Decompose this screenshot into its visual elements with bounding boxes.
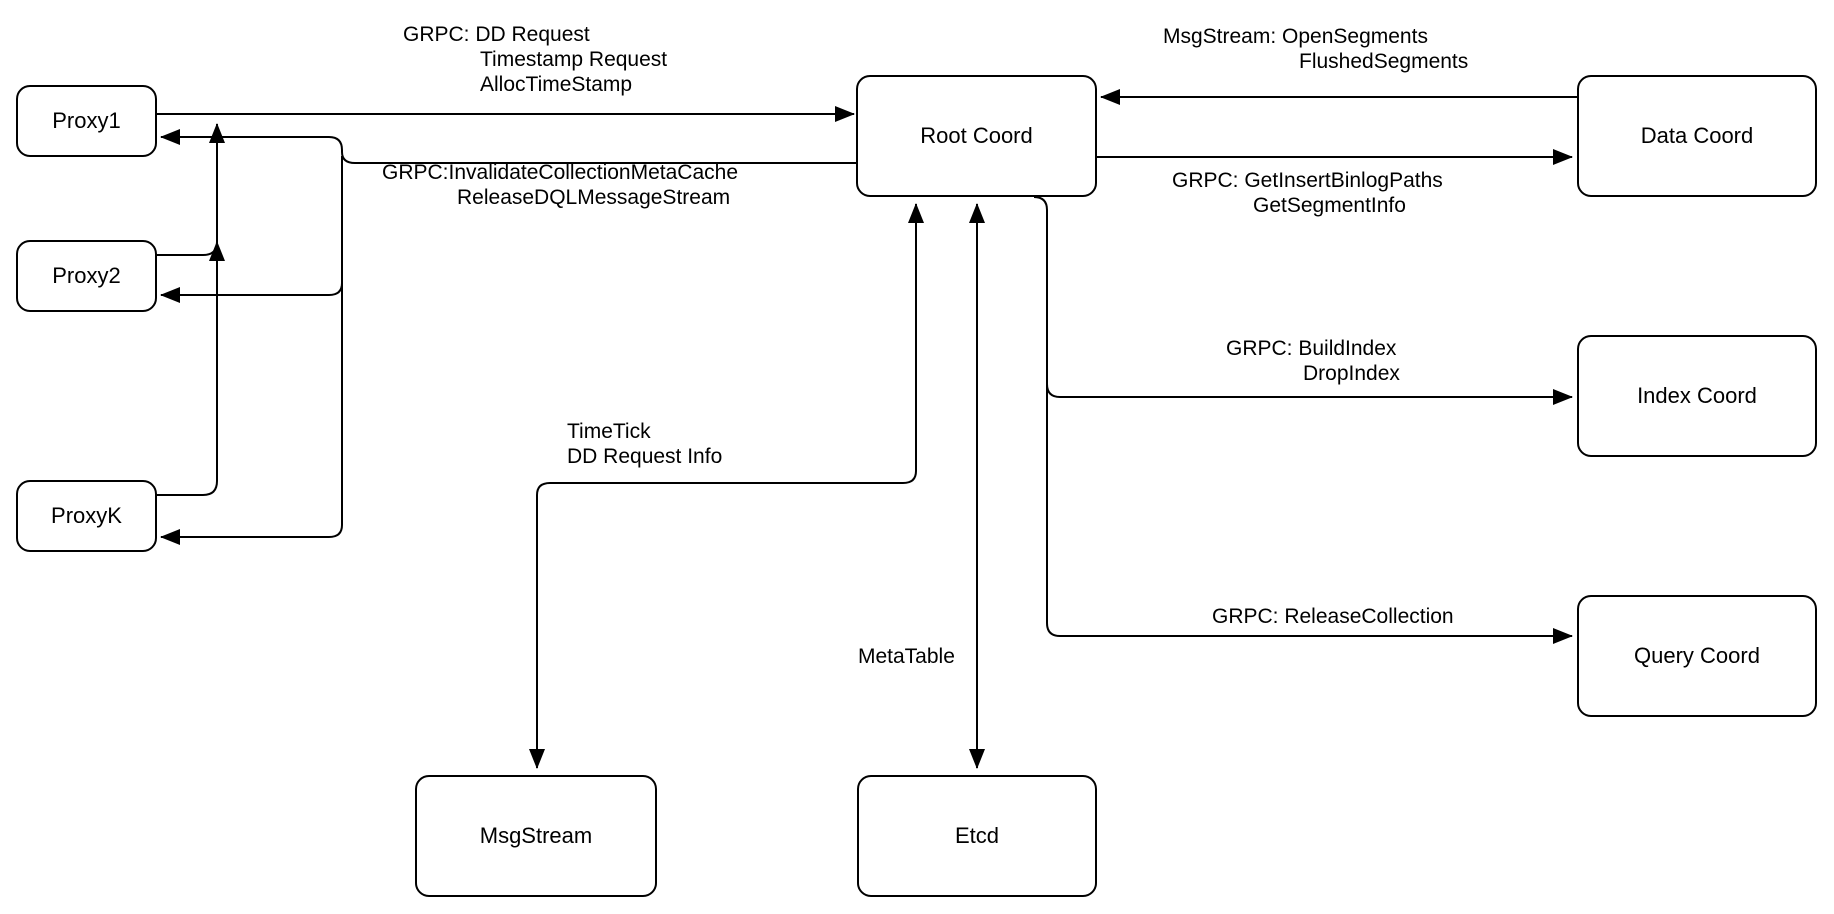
node-data-coord: Data Coord	[1577, 75, 1817, 197]
label-proxy-to-root: GRPC: DD Request Timestamp Request Alloc…	[403, 22, 667, 97]
label-data-to-root: MsgStream: OpenSegments FlushedSegments	[1163, 24, 1468, 74]
edge-rootcoord-to-proxy2	[160, 156, 343, 303]
label-line: MetaTable	[858, 645, 955, 668]
label-line: GRPC: BuildIndex	[1226, 337, 1397, 360]
label-line: GRPC: ReleaseCollection	[1212, 605, 1454, 628]
edge-rootcoord-to-proxy1	[160, 129, 856, 164]
edge-proxyk-join	[157, 123, 225, 496]
label-root-to-index: GRPC: BuildIndex DropIndex	[1226, 336, 1400, 386]
label-line: GRPC:InvalidateCollectionMetaCache	[382, 161, 739, 184]
label-root-to-proxy: GRPC:InvalidateCollectionMetaCache Relea…	[382, 160, 738, 210]
label-root-to-etcd: MetaTable	[858, 644, 955, 669]
label-line: DropIndex	[1303, 362, 1400, 385]
label-line: FlushedSegments	[1299, 50, 1469, 73]
label-root-to-data: GRPC: GetInsertBinlogPaths GetSegmentInf…	[1172, 168, 1443, 218]
edge-rootcoord-to-indexcoord	[1046, 383, 1573, 405]
label-line: ReleaseDQLMessageStream	[457, 186, 731, 209]
label-root-to-query: GRPC: ReleaseCollection	[1212, 604, 1454, 629]
node-index-coord: Index Coord	[1577, 335, 1817, 457]
node-msgstream: MsgStream	[415, 775, 657, 897]
label-line: Timestamp Request	[480, 48, 668, 71]
node-proxy2: Proxy2	[16, 240, 157, 312]
node-query-coord: Query Coord	[1577, 595, 1817, 717]
edge-rootcoord-to-proxyk	[160, 156, 343, 545]
label-line: GetSegmentInfo	[1253, 194, 1406, 217]
edge-rootcoord-to-querycoord	[1033, 196, 1573, 644]
node-proxyk: ProxyK	[16, 480, 157, 552]
edge-rootcoord-msgstream	[529, 203, 924, 769]
node-proxy1: Proxy1	[16, 85, 157, 157]
label-line: DD Request Info	[567, 445, 723, 468]
node-root-coord: Root Coord	[856, 75, 1097, 197]
node-etcd: Etcd	[857, 775, 1097, 897]
label-line: TimeTick	[567, 420, 651, 443]
label-line: AllocTimeStamp	[480, 73, 633, 96]
label-line: GRPC: GetInsertBinlogPaths	[1172, 169, 1443, 192]
label-root-to-msgstream: TimeTick DD Request Info	[567, 419, 722, 469]
label-line: MsgStream: OpenSegments	[1163, 25, 1428, 48]
label-line: GRPC: DD Request	[403, 23, 590, 46]
edge-proxy2-join	[157, 241, 225, 262]
